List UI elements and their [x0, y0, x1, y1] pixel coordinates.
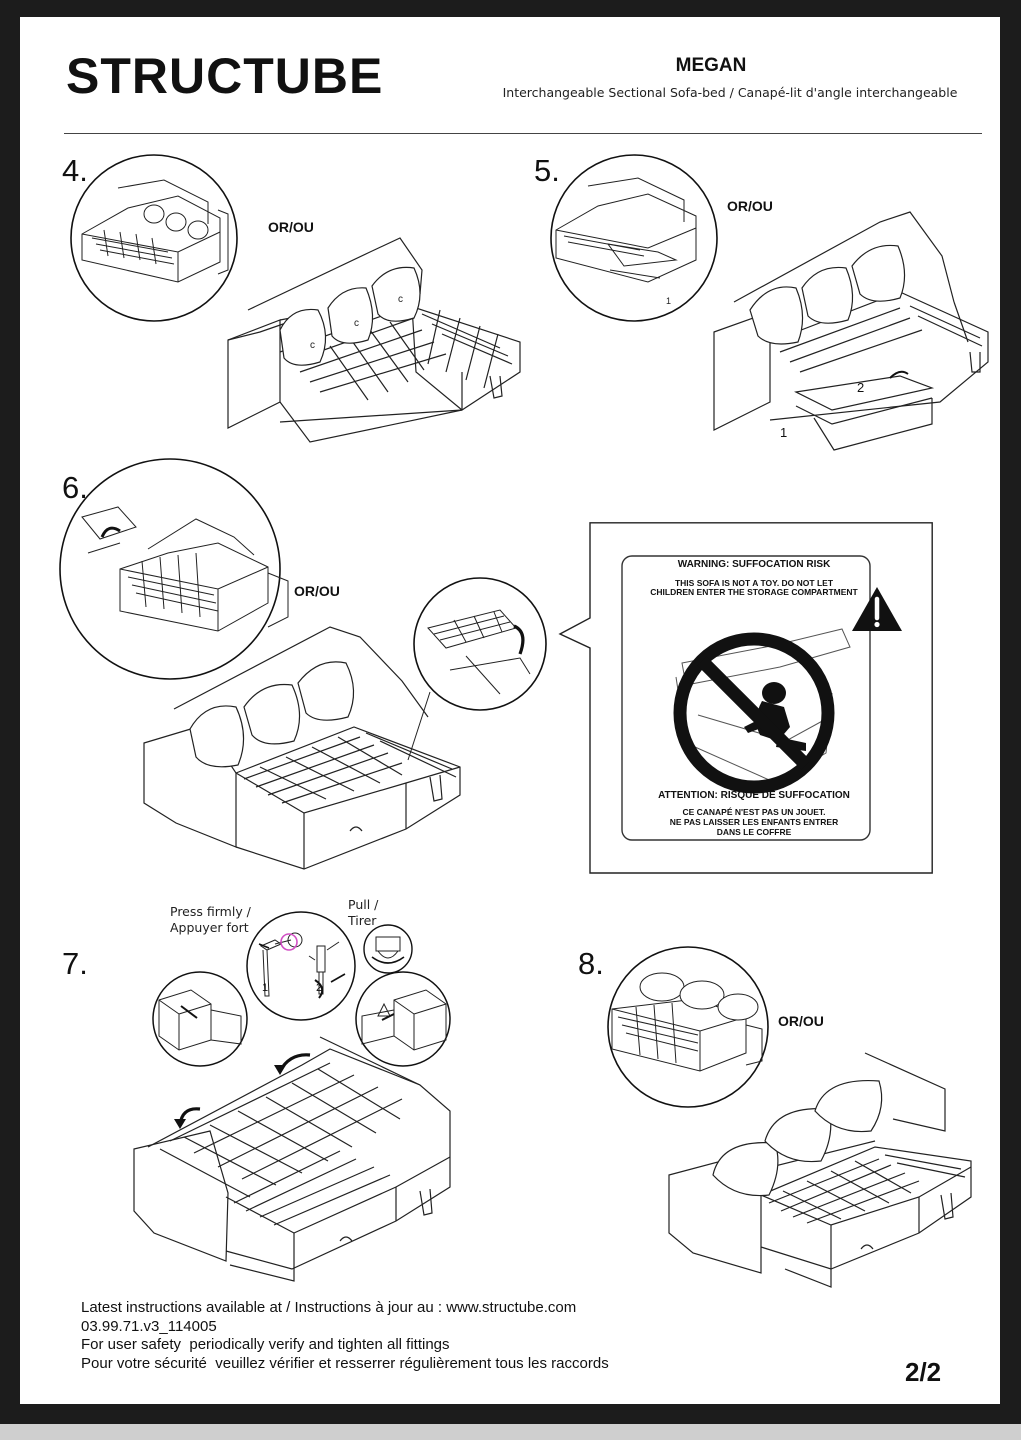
svg-text:c: c: [398, 294, 403, 305]
warning-body-fr: CE CANAPÉ N'EST PAS UN JOUET. NE PAS LAI…: [624, 807, 884, 837]
svg-text:c: c: [310, 340, 315, 351]
step-7-leg-detail-circle: [246, 911, 356, 1021]
step-7-sofa-drawing: [133, 1036, 451, 1282]
step-7-leg-num-2: 2: [316, 982, 323, 994]
product-subtitle: Interchangeable Sectional Sofa-bed / Can…: [502, 85, 958, 100]
page-number: 2/2: [905, 1357, 942, 1387]
warning-title-en: WARNING: SUFFOCATION RISK: [677, 559, 831, 570]
svg-text:c: c: [354, 318, 359, 329]
step-5-sofa-drawing: [713, 211, 989, 451]
header-divider: [64, 133, 982, 134]
step-4-sofa-drawing: c c c: [227, 237, 521, 443]
press-label-line1: Press firmly /: [170, 904, 251, 919]
warning-body-en: THIS SOFA IS NOT A TOY. DO NOT LET CHILD…: [624, 579, 884, 597]
footer-document-code: 03.99.71.v3_114005: [81, 1317, 217, 1335]
step-7-pull-label: Pull / Tirer: [348, 897, 378, 929]
step-8-detail-circle: [607, 946, 769, 1108]
step-4-detail-circle: [70, 154, 238, 322]
step-6-number: 6.: [62, 470, 88, 505]
model-name: MEGAN: [675, 55, 747, 76]
viewer-bottom-bar: [0, 1424, 1021, 1440]
step-7-glide-circle: [363, 924, 413, 974]
step-5-callout-1: 1: [780, 425, 788, 440]
footer-notes: Latest instructions available at / Instr…: [81, 1299, 609, 1373]
step-6-or-label: OR/OU: [294, 583, 340, 599]
warning-body-fr-line3: DANS LE COFFRE: [716, 827, 792, 837]
warning-body-en-line1: THIS SOFA IS NOT A TOY. DO NOT LET: [674, 578, 834, 588]
warning-body-fr-line1: CE CANAPÉ N'EST PAS UN JOUET.: [682, 807, 826, 817]
step-5-detail-circle: 1: [550, 154, 718, 322]
pull-label-line2: Tirer: [348, 913, 377, 928]
warning-body-en-line2: CHILDREN ENTER THE STORAGE COMPARTMENT: [650, 587, 858, 597]
step-5-callout-2: 2: [857, 380, 865, 395]
footer-safety-fr: Pour votre sécurité veuillez vérifier et…: [81, 1354, 609, 1372]
step-6-detail-circle: [59, 458, 289, 680]
step-8-or-label: OR/OU: [778, 1013, 824, 1029]
instruction-sheet: STRUCTUBE MEGAN Interchangeable Sectiona…: [20, 17, 1000, 1404]
step-5-or-label: OR/OU: [727, 198, 773, 214]
step-5-number: 5.: [534, 153, 560, 188]
footer-instructions-url: Latest instructions available at / Instr…: [81, 1299, 577, 1316]
step-4-or-label: OR/OU: [268, 219, 314, 235]
footer-safety-en: For user safety periodically verify and …: [81, 1336, 450, 1354]
step-7-number: 7.: [62, 946, 88, 981]
step-8-sofa-drawing: [668, 1052, 972, 1288]
no-entry-icon: [673, 628, 851, 794]
step-7-left-arm-circle: [152, 971, 248, 1067]
step-7-press-label: Press firmly / Appuyer fort: [170, 904, 251, 936]
step-7-right-arm-circle: [355, 971, 451, 1067]
step-4-number: 4.: [62, 153, 88, 188]
press-label-line2: Appuyer fort: [170, 920, 249, 935]
step-6-zoom-circle: [407, 577, 547, 761]
step-8-number: 8.: [578, 946, 604, 981]
step-6-sofa-drawing: [143, 626, 461, 870]
brand-logo: STRUCTUBE: [66, 48, 384, 104]
svg-text:1: 1: [666, 296, 671, 306]
pull-label-line1: Pull /: [348, 897, 379, 912]
step-7-leg-num-1: 1: [262, 982, 269, 994]
warning-body-fr-line2: NE PAS LAISSER LES ENFANTS ENTRER: [669, 817, 839, 827]
warning-triangle-icon: [852, 587, 902, 631]
warning-title-fr: ATTENTION: RISQUE DE SUFFOCATION: [658, 790, 850, 801]
